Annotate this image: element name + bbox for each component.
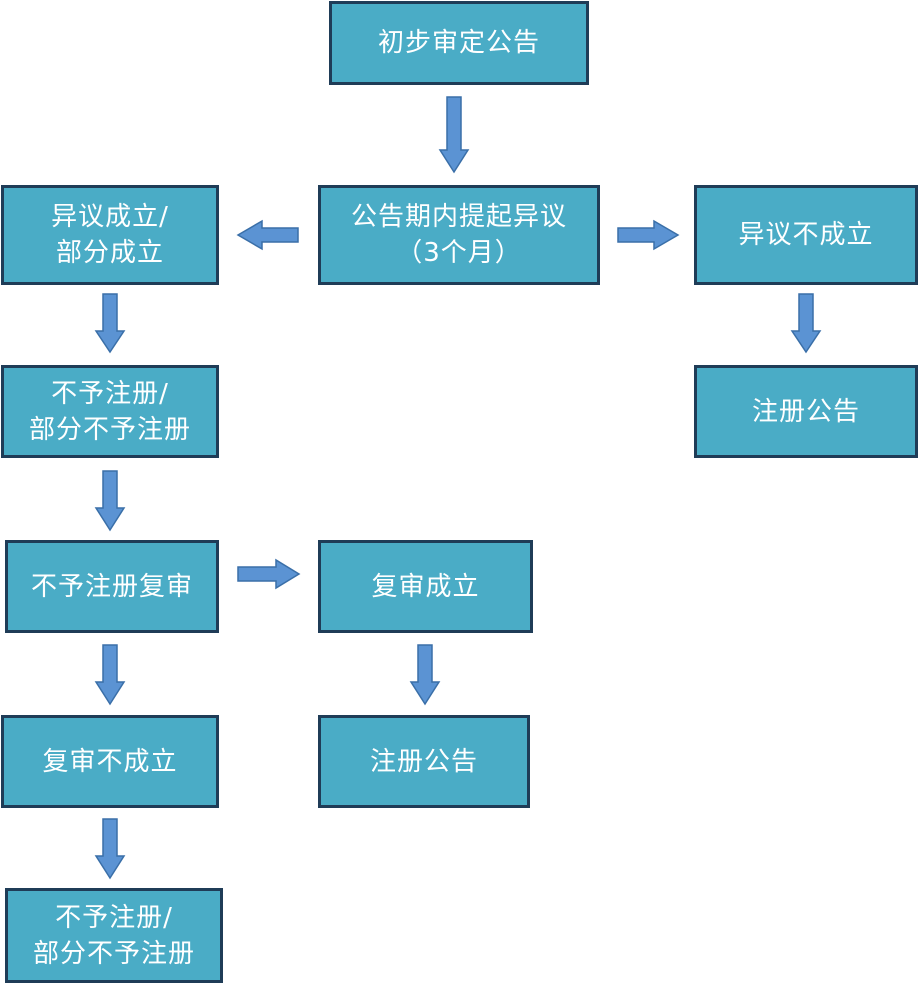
arrow-failed-to-refuse (94, 818, 126, 880)
node-label-line-2: 部分成立 (55, 238, 164, 268)
node-label: 注册公告 (369, 746, 478, 777)
node-label-line-1: 不予注册/ (51, 378, 169, 409)
arrow-objection-to-rejected (617, 219, 680, 251)
node-objection-upheld: 异议成立/ 部分成立 (1, 185, 219, 285)
node-label-line-1: 公告期内提起异议 (350, 202, 567, 232)
node-registration-announcement-right: 注册公告 (694, 365, 918, 458)
node-label-line-2: 部分不予注册 (28, 414, 191, 445)
arrow-initial-to-objection (438, 96, 470, 174)
node-label-line-1: 不予注册/ (55, 902, 173, 933)
node-refuse-registration-1: 不予注册/ 部分不予注册 (1, 365, 219, 458)
node-registration-announcement-mid: 注册公告 (318, 715, 530, 808)
node-refuse-registration-2: 不予注册/ 部分不予注册 (5, 888, 223, 983)
node-label-line-2: （3个月） (396, 238, 522, 268)
node-objection-period: 公告期内提起异议 （3个月） (318, 185, 600, 285)
node-objection-rejected: 异议不成立 (694, 185, 918, 285)
node-label: 不予注册复审 (30, 571, 193, 602)
node-label: 初步审定公告 (377, 28, 540, 58)
node-label: 注册公告 (751, 396, 860, 427)
arrow-objection-to-upheld (236, 219, 299, 251)
node-review-upheld: 复审成立 (318, 540, 533, 633)
node-label: 复审不成立 (42, 746, 178, 777)
node-label-line-2: 部分不予注册 (32, 938, 195, 969)
arrow-rejected-to-registration (790, 293, 822, 354)
node-refusal-review: 不予注册复审 (5, 540, 219, 633)
node-label-line-1: 异议成立/ (51, 202, 169, 232)
node-label: 复审成立 (371, 571, 480, 602)
arrow-review-to-failed (94, 644, 126, 706)
arrow-upheld-to-refuse (94, 293, 126, 354)
arrow-refuse-to-review (94, 470, 126, 532)
arrow-review-upheld-to-registration (409, 644, 441, 706)
node-initial-announcement: 初步审定公告 (329, 1, 589, 85)
arrow-review-to-upheld (237, 558, 301, 590)
node-label: 异议不成立 (738, 220, 874, 250)
node-review-failed: 复审不成立 (1, 715, 219, 808)
